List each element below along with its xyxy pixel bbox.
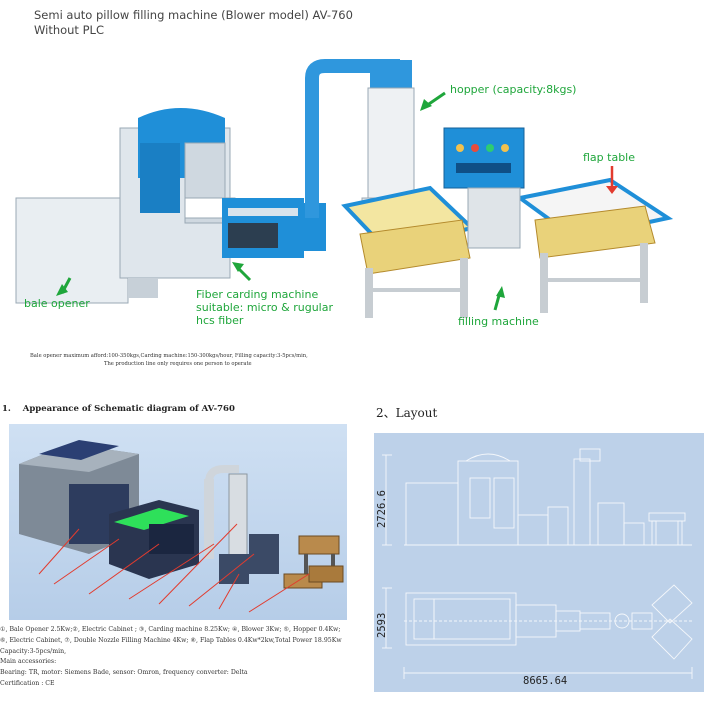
schematic-callouts [38,523,310,613]
title-line-1: Semi auto pillow filling machine (Blower… [34,8,353,22]
flap-table-left [341,185,477,318]
bale-opener-illustration [15,108,231,304]
side-width-dimension: 2593 [376,612,388,638]
page-title: Semi auto pillow filling machine (Blower… [34,8,353,38]
legend-line-5: Bearing: TR, motor: Siemens Bade, sensor… [0,669,248,677]
layout-heading: 2、Layout [376,406,438,420]
schematic-number: 1. [2,404,11,414]
capacity-note: Bale opener maximum afford:100-350kgs,Ca… [30,352,308,368]
hopper-label: hopper (capacity:8kgs) [450,83,577,96]
production-line-photo [0,48,711,348]
bale-opener-label: bale opener [24,297,90,310]
capacity-note-line-1: Bale opener maximum afford:100-350kgs,Ca… [30,353,308,359]
legend-line-3: Capacity:3-5pcs/min, [0,647,67,655]
legend-line-4: Main accessories: [0,658,57,666]
flap-table-label: flap table [583,151,636,164]
photo-arrows [56,91,505,311]
carding-machine-illustration [184,197,326,258]
layout-drawing [382,448,693,679]
hopper-illustration [305,59,419,219]
capacity-note-line-2: The production line only requires one pe… [104,361,252,367]
schematic-legend: ①, Bale Opener 2.5Kw;②, Electric Cabinet… [0,625,342,690]
electric-cabinet-illustration [443,127,525,189]
legend-line-6: Certification : CE [0,679,55,687]
filling-machine-body [467,187,521,249]
legend-line-2: ⑥, Electric Cabinet, ⑦, Double Nozzle Fi… [0,636,342,644]
carding-label-line-1: Fiber carding machine [196,288,319,301]
flap-table-arrow [606,166,618,194]
filling-machine-label: filling machine [458,315,539,328]
carding-label-line-3: hcs fiber [196,314,244,327]
carding-label-line-2: suitable: micro & rugular [196,301,333,314]
height-dimension: 2726.6 [376,490,388,528]
legend-line-1: ①, Bale Opener 2.5Kw;②, Electric Cabinet… [0,626,341,633]
title-line-2: Without PLC [34,23,104,37]
schematic-3d-render [19,440,344,613]
layout-drawing-panel [374,433,704,692]
flap-table-right [515,177,674,313]
length-dimension: 8665.64 [523,675,568,687]
schematic-title: Appearance of Schematic diagram of AV-76… [22,404,235,414]
carding-machine-label: Fiber carding machine suitable: micro & … [196,288,333,327]
schematic-heading: 1. Appearance of Schematic diagram of AV… [2,404,235,414]
